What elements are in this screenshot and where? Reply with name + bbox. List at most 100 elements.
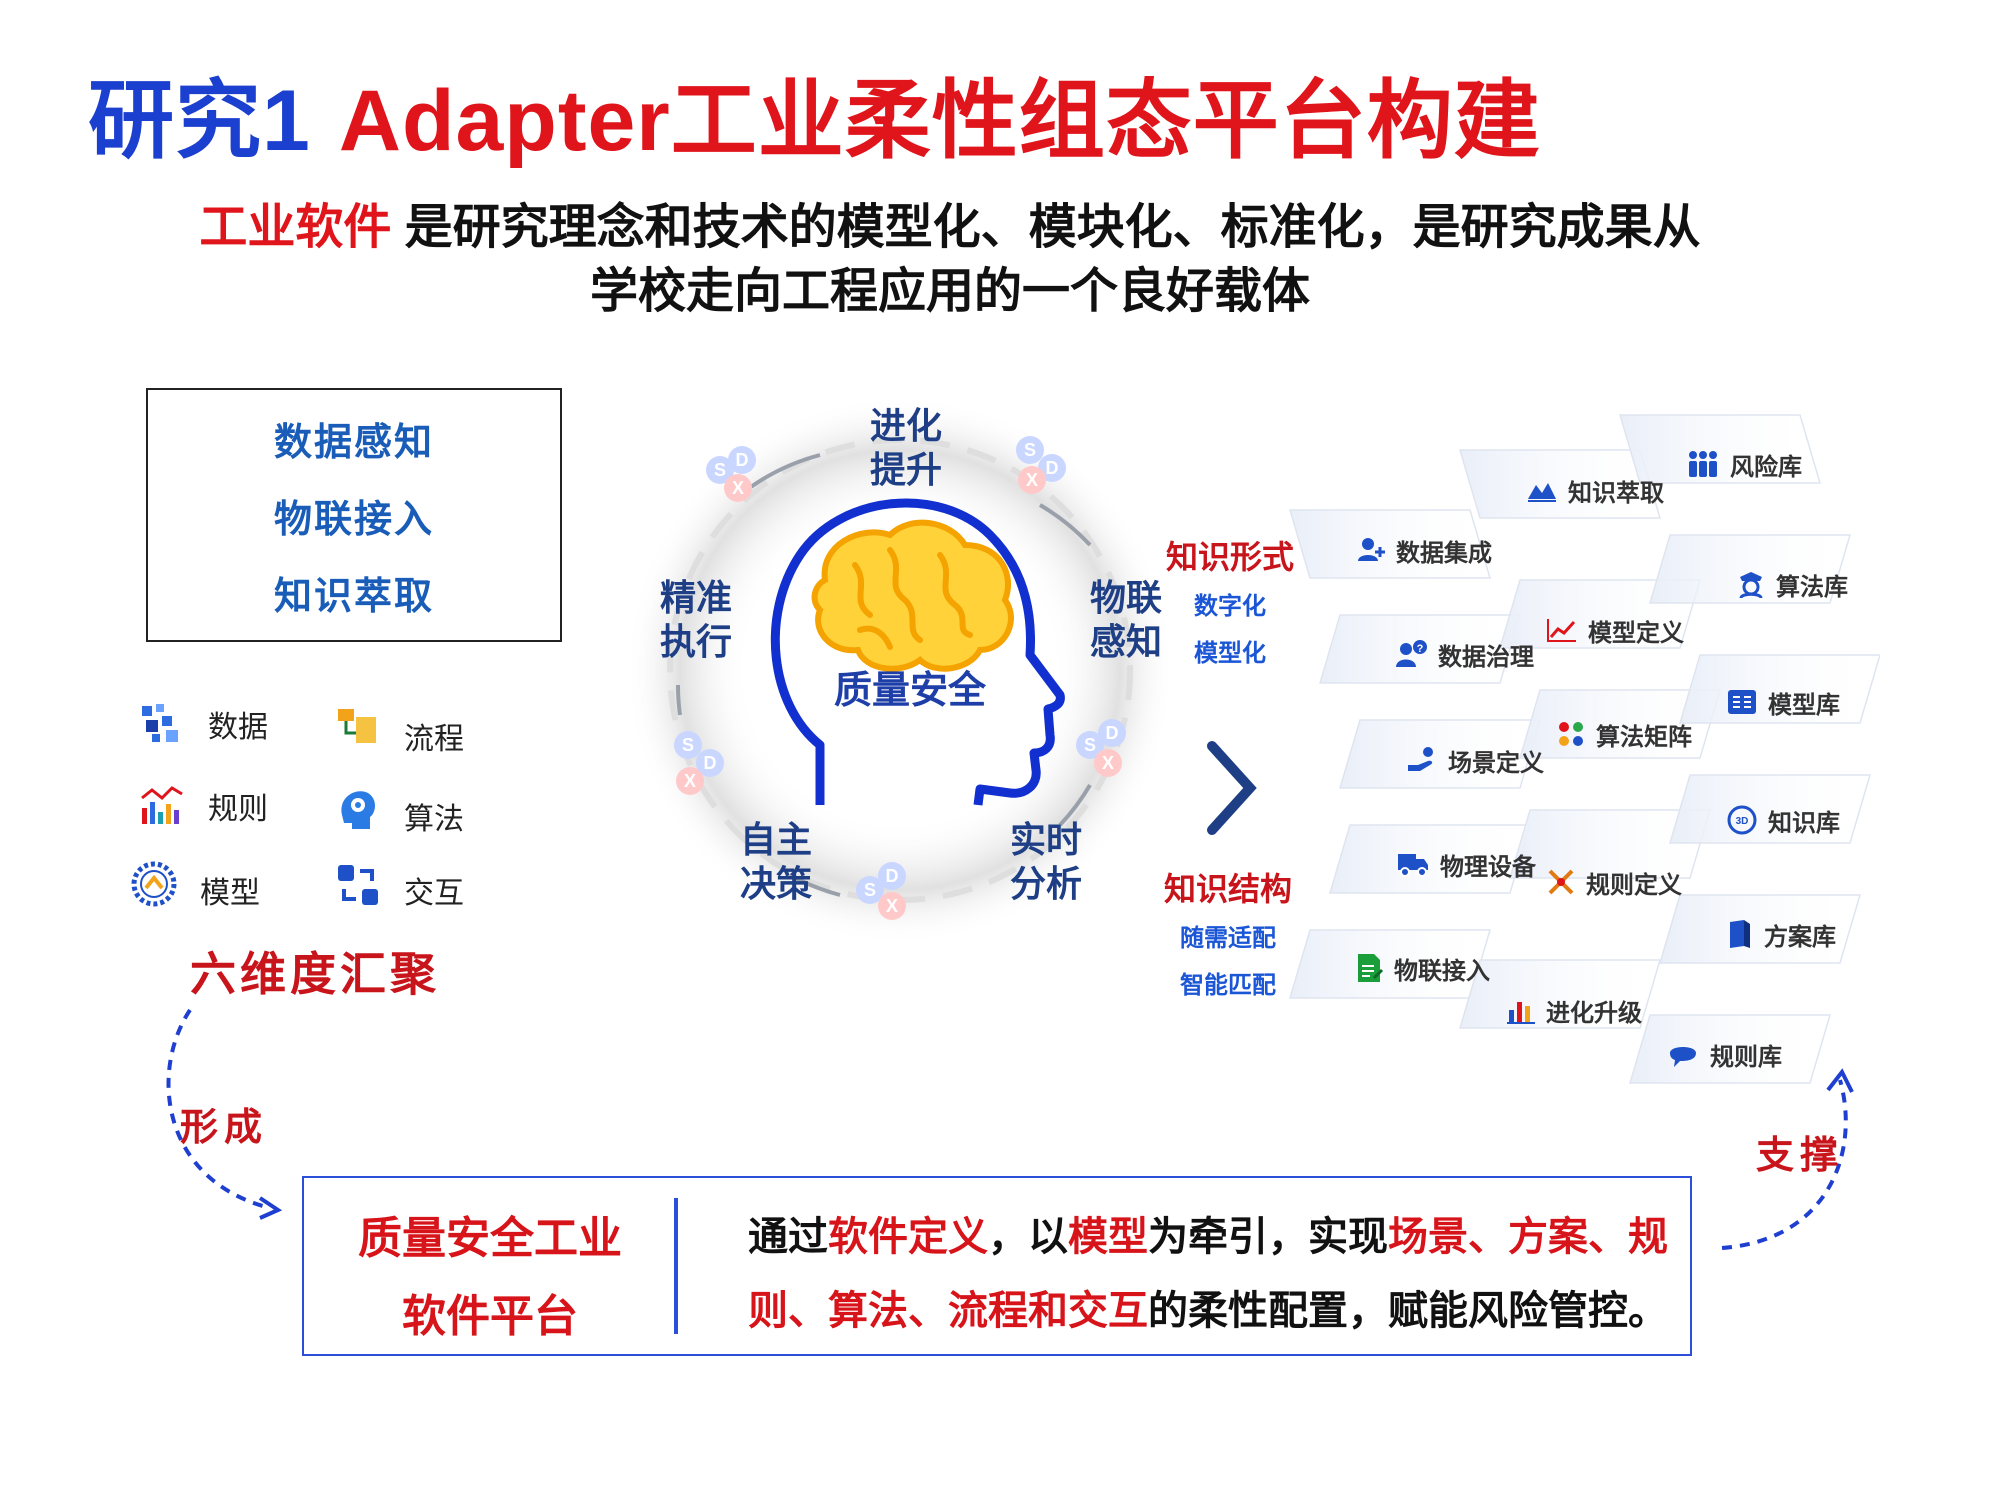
svg-text:S: S — [864, 880, 876, 900]
dimension-algorithm: 算法 — [334, 780, 464, 838]
center-label: 质量安全 — [834, 669, 987, 712]
process-icon — [338, 709, 376, 743]
svg-text:X: X — [684, 771, 696, 791]
dimension-label: 模型 — [200, 877, 260, 910]
card-algorithm-library: 算法库 — [1710, 550, 1920, 618]
subtitle-line1: 是研究理念和技术的模型化、模块化、标准化，是研究成果从 — [391, 201, 1701, 254]
knowledge-structure-title: 知识结构 — [1164, 871, 1293, 907]
card-rule-library: 规则库 — [1640, 1020, 1850, 1088]
support-label: 支撑 — [1756, 1135, 1845, 1177]
card-data-governance: ? 数据治理 — [1370, 620, 1580, 688]
page-title: 研究1 Adapter工业柔性组态平台构建 — [88, 50, 1541, 175]
dimension-label: 算法 — [404, 803, 464, 836]
knowledge-form: 知识形式 数字化 模型化 — [1166, 532, 1294, 668]
model-board-icon — [1728, 690, 1756, 714]
data-icon — [142, 704, 178, 742]
card-solution-library: 方案库 — [1700, 900, 1910, 968]
stage-analyze: 实时分析 — [1010, 819, 1083, 904]
sdx-badge: SDX — [1076, 719, 1126, 777]
svg-text:X: X — [886, 896, 898, 916]
platform-divider — [674, 1198, 678, 1334]
brain-icon — [811, 519, 1014, 672]
svg-text:X: X — [1026, 470, 1038, 490]
support-flow-arrow — [1721, 1068, 1854, 1250]
svg-text:S: S — [1024, 440, 1036, 460]
dimension-label: 交互 — [404, 877, 464, 910]
platform-title: 质量安全工业 软件平台 — [358, 1214, 622, 1341]
document-edit-icon — [1358, 954, 1384, 982]
svg-text:D: D — [704, 753, 717, 773]
bar-chart-icon — [1507, 1002, 1535, 1024]
title-part2: Adapter工业柔性组态平台构建 — [338, 73, 1541, 169]
users-question-icon: ? — [1396, 640, 1427, 667]
cross-arrows-icon — [1548, 869, 1574, 895]
subtitle: 工业软件 是研究理念和技术的模型化、模块化、标准化，是研究成果从 学校走向工程应… — [120, 196, 1780, 324]
form-label: 形成 — [180, 1107, 269, 1149]
svg-text:S: S — [1084, 735, 1096, 755]
trend-chart-icon — [1547, 619, 1576, 642]
card-evolution-upgrade: 进化升级 — [1480, 976, 1690, 1044]
svg-text:D: D — [1046, 458, 1059, 478]
card-model-definition: 模型定义 — [1520, 596, 1730, 664]
card-rule-definition: 规则定义 — [1520, 848, 1730, 916]
svg-text:X: X — [732, 478, 744, 498]
card-algorithm-matrix: 算法矩阵 — [1530, 700, 1740, 768]
hand-share-icon — [1408, 747, 1433, 771]
cycle-arrow — [789, 873, 841, 897]
chat-bubble-icon — [1670, 1047, 1696, 1067]
knowledge-form-item: 模型化 — [1194, 640, 1266, 667]
dimension-rules: 规则 — [138, 782, 268, 830]
dimension-process: 流程 — [334, 700, 464, 758]
card-scenario-definition: 场景定义 — [1380, 726, 1590, 794]
svg-text:S: S — [682, 735, 694, 755]
capability-item: 数据感知 — [273, 421, 434, 464]
card-knowledge-library: 3D 知识库 — [1700, 786, 1910, 854]
knowledge-structure-item: 智能匹配 — [1180, 972, 1276, 999]
cycle-arrow — [1038, 503, 1092, 547]
knowledge-form-title: 知识形式 — [1166, 539, 1295, 575]
svg-text:?: ? — [1417, 643, 1424, 655]
3d-cube-icon: 3D — [1727, 805, 1757, 835]
user-plus-icon — [1358, 538, 1385, 561]
algorithm-icon — [341, 791, 375, 829]
stage-evolve: 进化提升 — [870, 405, 943, 490]
subtitle-highlight: 工业软件 — [199, 201, 392, 254]
subtitle-line2: 学校走向工程应用的一个良好载体 — [589, 265, 1310, 318]
card-iot-access: 物联接入 — [1330, 934, 1540, 1002]
dimension-interaction: 交互 — [334, 858, 464, 912]
dimension-label: 数据 — [208, 711, 268, 744]
stage-decide: 自主决策 — [740, 819, 813, 904]
rules-icon — [141, 786, 183, 824]
card-knowledge-extraction: 知识萃取 — [1500, 456, 1710, 524]
dots-matrix-icon — [1559, 722, 1583, 746]
model-icon — [131, 861, 177, 907]
police-icon — [1739, 572, 1763, 599]
interaction-icon — [338, 865, 378, 905]
svg-text:D: D — [736, 450, 749, 470]
svg-text:3D: 3D — [1736, 816, 1749, 827]
dimension-model: 模型 — [130, 856, 260, 912]
cycle-arrow — [675, 684, 682, 716]
dimension-label: 规则 — [208, 793, 268, 826]
platform-box — [302, 1176, 1692, 1356]
book-icon — [1730, 920, 1750, 948]
sdx-badge: SDX — [1016, 436, 1066, 494]
cycle-arrow — [1058, 783, 1092, 827]
people-group-icon — [1689, 451, 1717, 477]
capability-item: 知识萃取 — [273, 575, 434, 618]
svg-text:X: X — [1102, 753, 1114, 773]
card-physical-device: 物理设备 — [1370, 830, 1580, 898]
mountain-chart-icon — [1528, 483, 1556, 502]
title-part1: 研究1 — [88, 73, 311, 169]
dimension-label: 流程 — [404, 723, 464, 756]
dimension-data: 数据 — [138, 700, 268, 748]
svg-text:D: D — [1106, 723, 1119, 743]
sdx-badge: SDX — [674, 731, 724, 795]
stage-execute: 精准执行 — [660, 577, 733, 662]
card-risk-library: 风险库 — [1660, 430, 1870, 498]
capability-box: 数据感知 物联接入 知识萃取 — [146, 388, 562, 642]
six-dimensions-caption: 六维度汇聚 — [190, 948, 440, 1000]
platform-description: 通过软件定义，以模型为牵引，实现场景、方案、规则、算法、流程和交互的柔性配置，赋… — [748, 1215, 1668, 1333]
